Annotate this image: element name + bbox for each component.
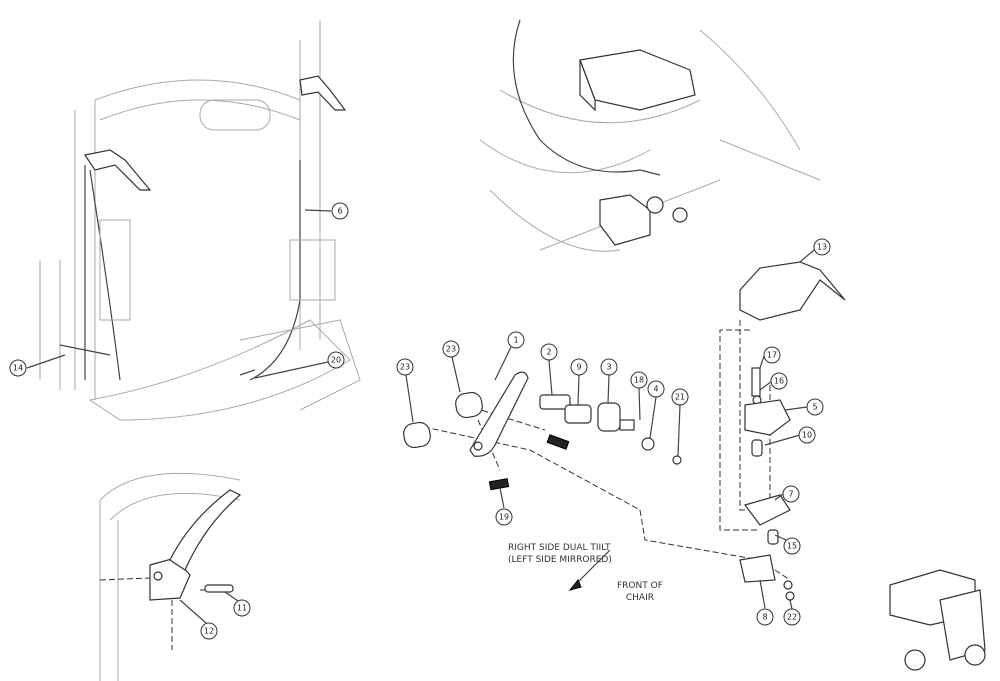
callout-11: 11 [233, 599, 251, 617]
svg-text:9: 9 [576, 363, 581, 372]
svg-text:11: 11 [237, 604, 247, 613]
svg-text:1: 1 [513, 336, 518, 345]
leader-lines [26, 209, 815, 624]
wheelchair-frame-view [39, 20, 361, 421]
assembled-view [889, 569, 986, 671]
svg-text:22: 22 [787, 613, 797, 622]
svg-text:13: 13 [817, 243, 827, 252]
svg-text:16: 16 [774, 377, 784, 386]
svg-text:5: 5 [812, 403, 817, 412]
callout-12: 12 [200, 622, 218, 640]
lever-detail-view [99, 472, 242, 681]
side-note-line2: (LEFT SIDE MIRRORED) [508, 555, 612, 565]
callout-2: 2 [540, 343, 558, 361]
svg-text:7: 7 [788, 490, 793, 499]
detail-view-top [479, 19, 821, 252]
front-note-line2: CHAIR [625, 593, 654, 603]
callout-3: 3 [600, 358, 618, 376]
callout-23-lower: 23 [396, 358, 414, 376]
callout-8: 8 [756, 608, 774, 626]
svg-text:15: 15 [787, 542, 797, 551]
svg-text:3: 3 [606, 363, 611, 372]
svg-text:20: 20 [331, 356, 341, 365]
callout-13: 13 [813, 238, 831, 256]
callout-19: 19 [495, 508, 513, 526]
callout-22: 22 [783, 608, 801, 626]
callout-5: 5 [806, 398, 824, 416]
front-of-chair-note: FRONT OF CHAIR [617, 580, 663, 604]
svg-text:6: 6 [337, 207, 342, 216]
svg-text:10: 10 [802, 431, 812, 440]
callout-10: 10 [798, 426, 816, 444]
callout-6: 6 [331, 202, 349, 220]
svg-text:2: 2 [546, 348, 551, 357]
svg-text:17: 17 [767, 351, 777, 360]
svg-text:8: 8 [762, 613, 767, 622]
svg-text:12: 12 [204, 627, 214, 636]
callout-9: 9 [570, 358, 588, 376]
svg-text:21: 21 [675, 393, 685, 402]
side-note-line1: RIGHT SIDE DUAL TIILT [508, 543, 611, 553]
callout-15: 15 [783, 537, 801, 555]
callout-16: 16 [770, 372, 788, 390]
callout-1: 1 [507, 331, 525, 349]
svg-text:19: 19 [499, 513, 509, 522]
front-note-line1: FRONT OF [617, 581, 663, 591]
callout-7: 7 [782, 485, 800, 503]
callout-21: 21 [671, 388, 689, 406]
callout-20: 20 [327, 351, 345, 369]
callout-23-upper: 23 [442, 340, 460, 358]
callout-4: 4 [647, 380, 665, 398]
exploded-assembly [403, 261, 846, 601]
side-note: RIGHT SIDE DUAL TIILT (LEFT SIDE MIRRORE… [508, 542, 612, 566]
callout-17: 17 [763, 346, 781, 364]
svg-text:23: 23 [400, 363, 410, 372]
callout-18: 18 [630, 371, 648, 389]
svg-text:4: 4 [653, 385, 658, 394]
callout-14: 14 [9, 359, 27, 377]
svg-text:14: 14 [13, 364, 23, 373]
svg-text:23: 23 [446, 345, 456, 354]
svg-text:18: 18 [634, 376, 644, 385]
